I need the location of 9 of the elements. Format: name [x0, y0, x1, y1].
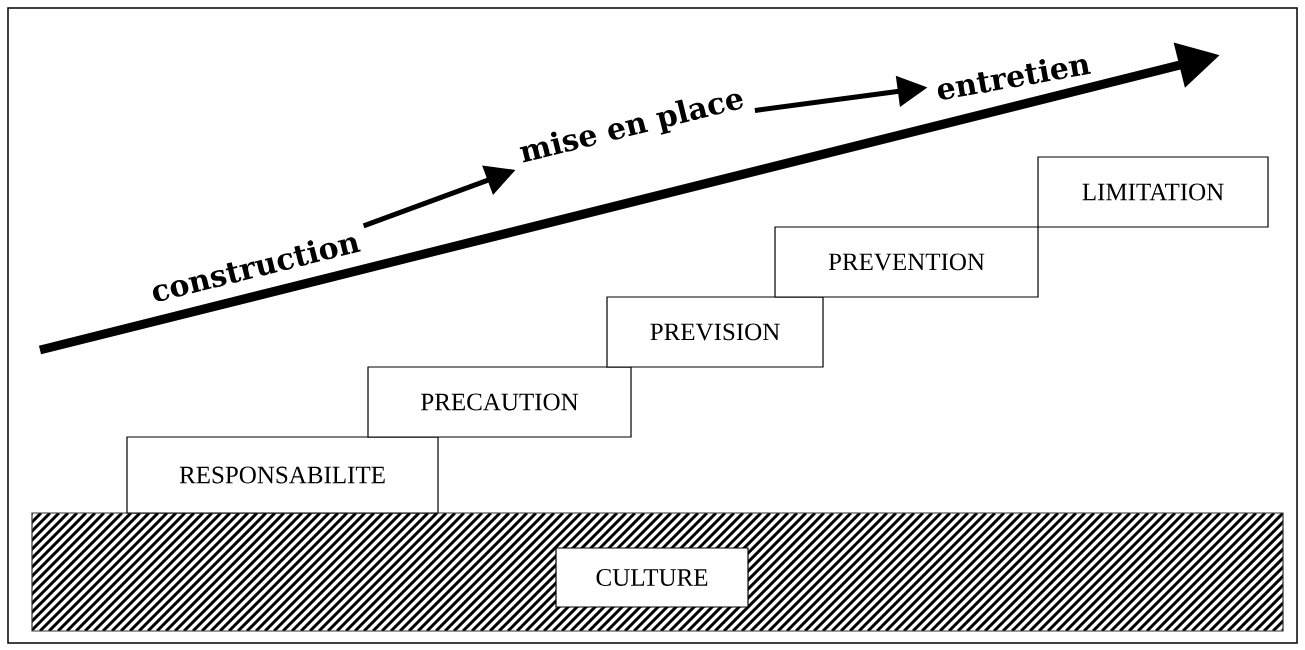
step-box: PREVISION: [606, 296, 824, 368]
step-box: PREVENTION: [774, 226, 1039, 298]
step-box: RESPONSABILITE: [126, 436, 439, 514]
arrow-text: mise en place: [519, 93, 743, 163]
arrow-text: entretien: [937, 59, 1091, 100]
label-box: CULTURE: [555, 547, 749, 608]
step-box: LIMITATION: [1037, 156, 1269, 228]
hatched-band: [31, 512, 1284, 632]
step-box: PRECAUTION: [367, 366, 632, 438]
